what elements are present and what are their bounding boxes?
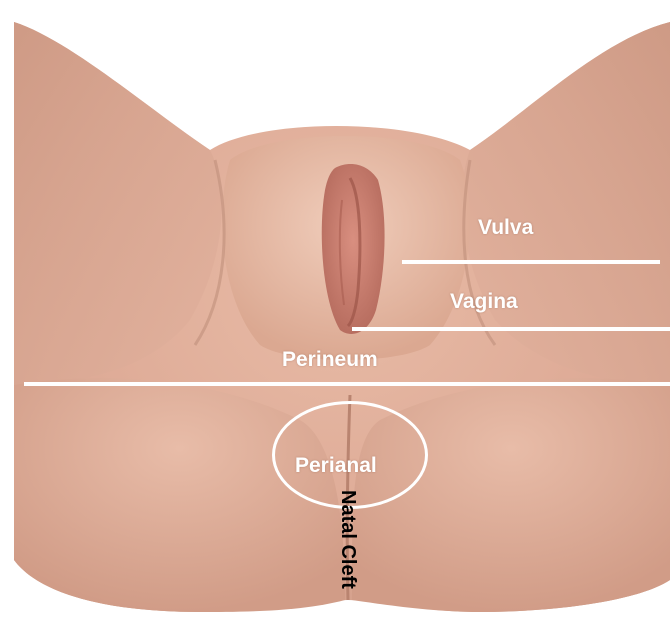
label-perineum: Perineum — [282, 348, 378, 372]
vulva-pointer-line — [402, 260, 660, 264]
perineum-boundary-line — [24, 382, 670, 386]
vagina-pointer-line — [352, 327, 670, 331]
label-natal-cleft: Natal Cleft — [336, 490, 359, 589]
label-vagina: Vagina — [450, 290, 518, 314]
label-perianal: Perianal — [295, 454, 377, 478]
label-vulva: Vulva — [478, 216, 533, 240]
